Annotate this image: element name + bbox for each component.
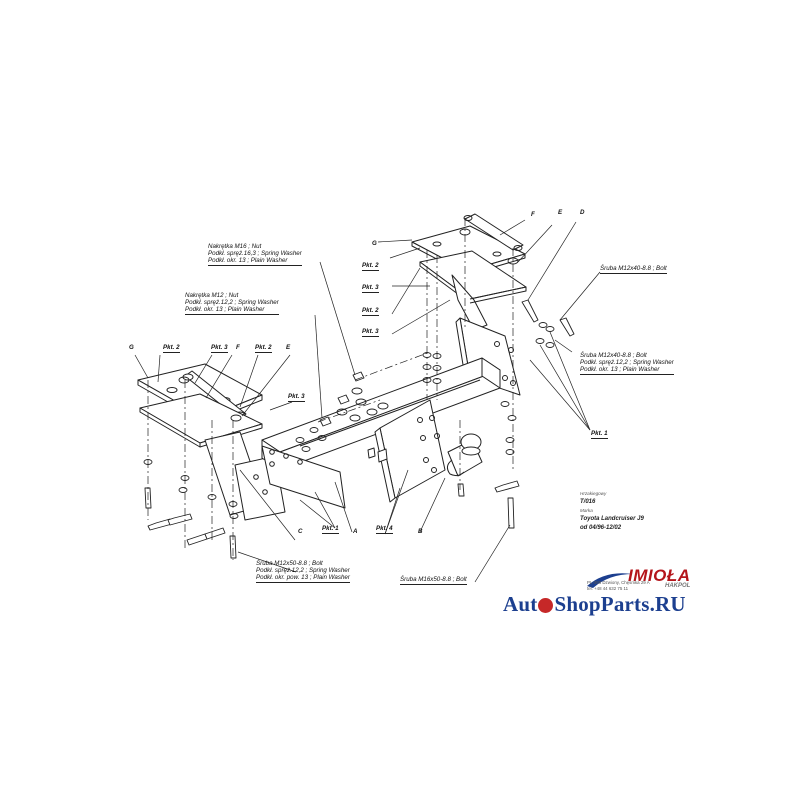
ball-mount-plate <box>367 399 446 503</box>
label-bolt-m12x50-group: Śruba M12x50-8.8 ; Bolt Podkł. spręż.12,… <box>256 560 350 583</box>
label-pkt3-left-lower: Pkt. 3 <box>288 393 305 402</box>
tow-ball <box>446 433 483 477</box>
label-bolt-m12x40-top: Śruba M12x40-8.8 ; Bolt <box>600 265 667 274</box>
watermark-right: ShopParts.RU <box>554 592 686 616</box>
logo-name: IMIOŁA <box>628 566 691 585</box>
watermark-o-icon <box>538 598 554 613</box>
label-pkt1-bottom: Pkt. 1 <box>322 525 339 534</box>
label-nut-m12: Nakrętka M12 ; Nut Podkł. spręż.12,2 ; S… <box>185 292 279 315</box>
label-pkt3-right: Pkt. 3 <box>362 284 379 293</box>
bolt-m12x40-line3: Podkł. okr. 13 ; Plain Washer <box>580 366 674 375</box>
logo-addr2: tel. +48 44 632 75 11 <box>587 585 629 591</box>
nut-m12-line3: Podkł. okr. 13 ; Plain Washer <box>185 306 279 315</box>
bolt-m12x50-line2: Podkł. spręż.12,2 ; Spring Washer <box>256 567 350 574</box>
label-pkt2-right: Pkt. 2 <box>362 307 379 316</box>
left-end-plate <box>261 445 346 509</box>
bolt-m12x50-line3: Podkł. okr. pow. 13 ; Plain Washer <box>256 574 350 583</box>
right-bracket-strip <box>463 213 524 251</box>
title-code: T/016 <box>580 499 596 506</box>
nut-m12-line2: Podkł. spręż.12,2 ; Spring Washer <box>185 299 279 306</box>
nut-m16-line3: Podkł. okr. 13 ; Plain Washer <box>208 257 302 266</box>
label-pkt1-right: Pkt. 1 <box>591 430 608 439</box>
right-bolt-group <box>500 299 575 455</box>
right-bracket-lower-plate <box>419 250 527 331</box>
title-line1: Hrzakiegowy <box>580 491 607 496</box>
label-letter-g-left: G <box>129 344 134 351</box>
bolt-m12x40-line2: Podkł. spręż.12,2 ; Spring Washer <box>580 359 674 366</box>
title-marka: Marka <box>580 507 593 513</box>
label-letter-e-left: E <box>286 344 291 351</box>
label-bolt-m12x40-group: Śruba M12x40-8.8 ; Bolt Podkł. spręż.12,… <box>580 352 674 375</box>
hakpol-swoosh-logo <box>587 573 633 588</box>
label-letter-g-right: G <box>372 240 377 247</box>
bolt-m12x50-line1: Śruba M12x50-8.8 ; Bolt <box>256 560 323 567</box>
label-letter-c: C <box>298 528 303 535</box>
label-pkt2-right-top: Pkt. 2 <box>362 262 379 271</box>
label-pkt3-left: Pkt. 3 <box>211 344 228 353</box>
label-letter-f-left: F <box>236 344 240 351</box>
label-letter-f-right: F <box>531 211 535 218</box>
label-bolt-m16x50: Śruba M16x50-8.8 ; Bolt <box>400 576 467 585</box>
leader-lines <box>134 219 601 583</box>
nut-washer-stack-m16 <box>336 371 389 422</box>
logo-addr1: PL-388 Dzwiony, Chęsmka 29 A <box>587 580 650 585</box>
assembly-dash-lines <box>147 218 514 560</box>
label-pkt2-left: Pkt. 2 <box>163 344 180 353</box>
watermark-left: Aut <box>503 592 538 616</box>
label-letter-a: A <box>353 528 358 535</box>
title-date: od 04/96-12/02 <box>580 524 622 531</box>
label-pkt4: Pkt. 4 <box>376 525 393 534</box>
label-letter-e-right: E <box>558 209 563 216</box>
bottom-bolts-right <box>457 480 520 529</box>
nut-m12-line1: Nakrętka M12 ; Nut <box>185 292 239 299</box>
bolt-m12x40-line1: Śruba M12x40-8.8 ; Bolt <box>580 352 647 359</box>
label-letter-b: B <box>418 528 423 535</box>
nut-m16-line1: Nakrętka M16 ; Nut <box>208 243 262 250</box>
bottom-bolts-left <box>143 459 239 559</box>
logo-sub: HAKPOL <box>665 583 691 589</box>
label-pkt2-left-2: Pkt. 2 <box>255 344 272 353</box>
title-block: Hrzakiegowy T/016 Marka Toyota Landcruis… <box>580 490 644 532</box>
watermark: Aut ShopParts.RU <box>503 592 686 617</box>
logo-address: PL-388 Dzwiony, Chęsmka 29 A tel. +48 44… <box>587 580 650 591</box>
label-letter-d: D <box>580 209 585 216</box>
label-pkt3-right-lower: Pkt. 3 <box>362 328 379 337</box>
nut-washer-stack-m12 <box>295 416 332 452</box>
nut-m16-line2: Podkł. spręż.16,3 ; Spring Washer <box>208 250 302 257</box>
label-nut-m16: Nakrętka M16 ; Nut Podkł. spręż.16,3 ; S… <box>208 243 302 266</box>
title-model: Toyota Landcruiser J9 <box>580 516 644 523</box>
